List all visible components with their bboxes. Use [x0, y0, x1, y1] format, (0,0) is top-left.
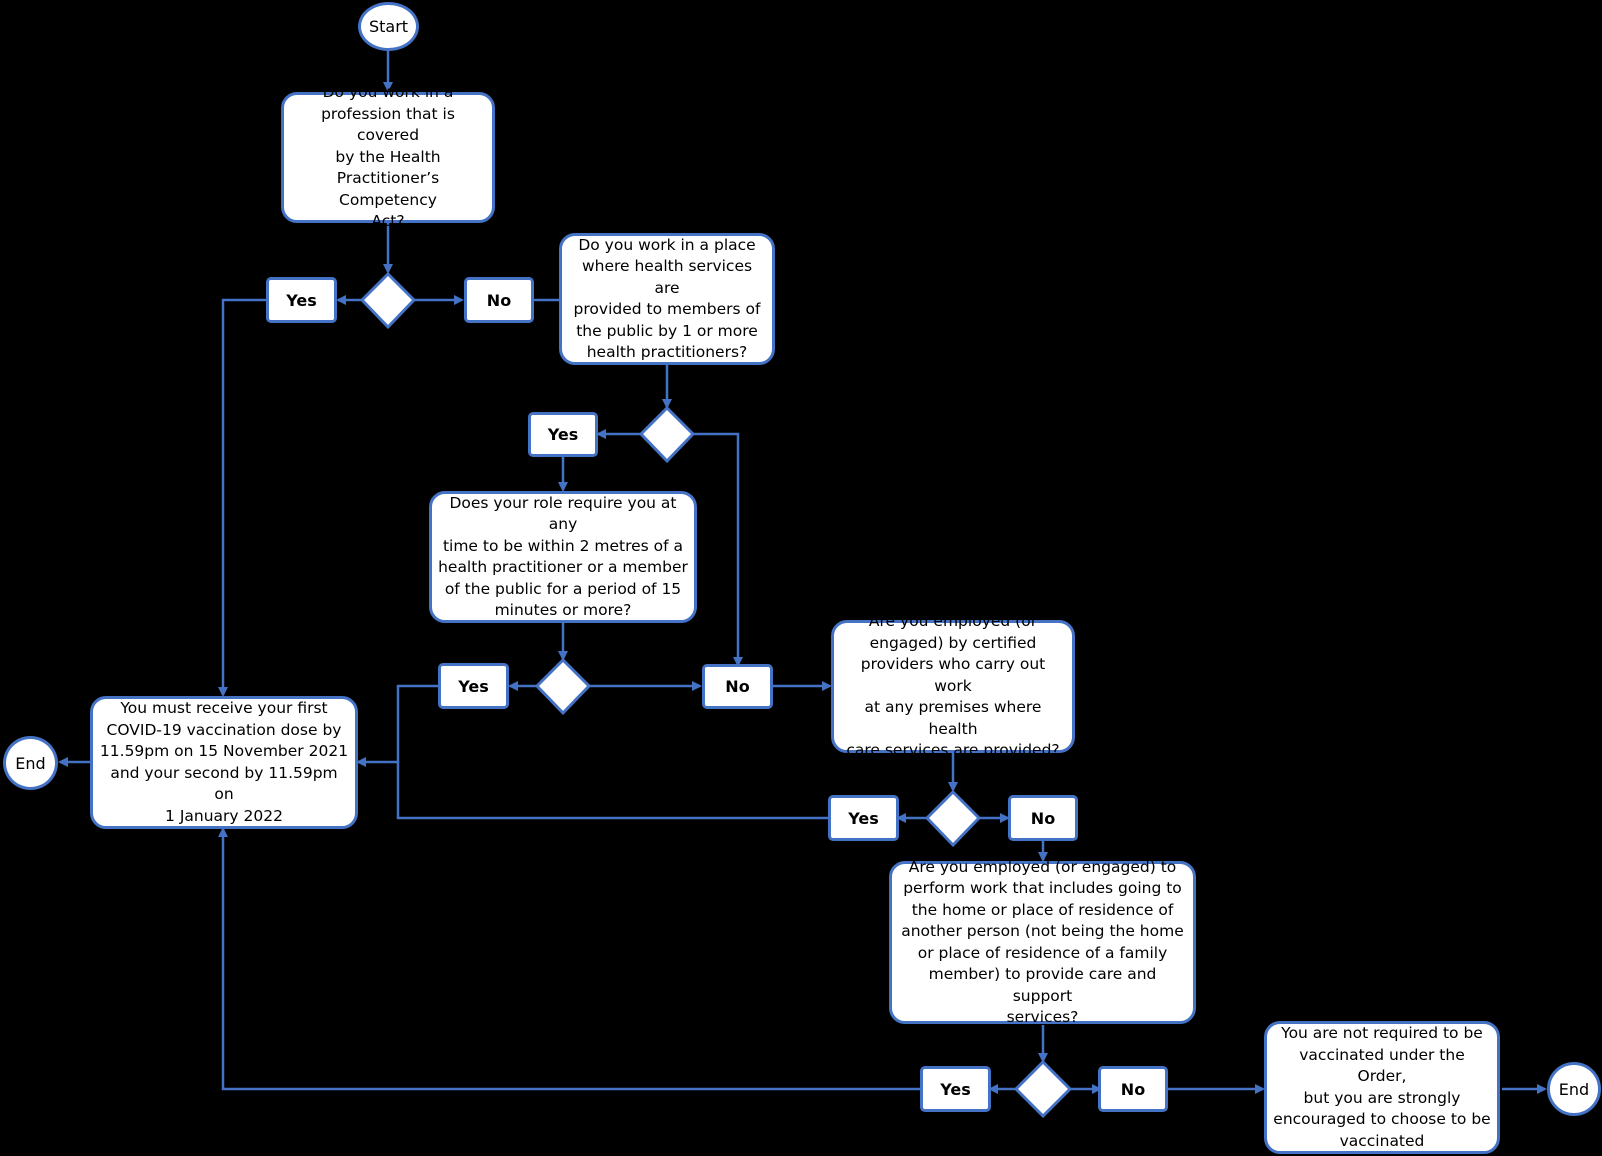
decision-diamond-3 [534, 657, 592, 716]
decision-diamond-5 [1013, 1059, 1073, 1119]
edge-d2-no3 [693, 432, 743, 667]
no-label-4: No [1008, 795, 1078, 841]
no-label-1: No [464, 277, 534, 323]
decision-diamond-2 [638, 405, 696, 464]
no-label-5: No [1098, 1066, 1168, 1112]
start-terminal: Start [358, 2, 419, 51]
yes-label-4: Yes [828, 795, 899, 841]
yes-label-5: Yes [920, 1066, 991, 1112]
decision-diamond-4 [924, 789, 982, 848]
decision-diamond-1 [359, 271, 417, 330]
question-home-care-support: Are you employed (or engaged) to perform… [889, 858, 1196, 1026]
yes-label-2: Yes [528, 412, 598, 457]
edge-yes3-outcome [356, 684, 438, 767]
end-terminal-right: End [1547, 1062, 1601, 1116]
end-terminal-left: End [3, 736, 58, 790]
yes-label-3: Yes [438, 663, 509, 709]
question-health-practitioner-act: Do you work in a profession that is cove… [281, 83, 495, 230]
question-health-services-place: Do you work in a place where health serv… [559, 233, 775, 365]
edge-yes1-outcome [218, 298, 266, 697]
outcome-not-required: You are not required to be vaccinated un… [1264, 1021, 1500, 1154]
outcome-must-vaccinate: You must receive your first COVID-19 vac… [90, 696, 358, 829]
yes-label-1: Yes [266, 277, 337, 323]
question-within-2-metres: Does your role require you at any time t… [429, 491, 697, 623]
question-certified-providers: Are you employed (or engaged) by certifi… [831, 612, 1075, 759]
no-label-3: No [702, 664, 773, 709]
edge-yes4-outcome [396, 762, 828, 820]
edge-yes5-outcome [218, 827, 920, 1091]
